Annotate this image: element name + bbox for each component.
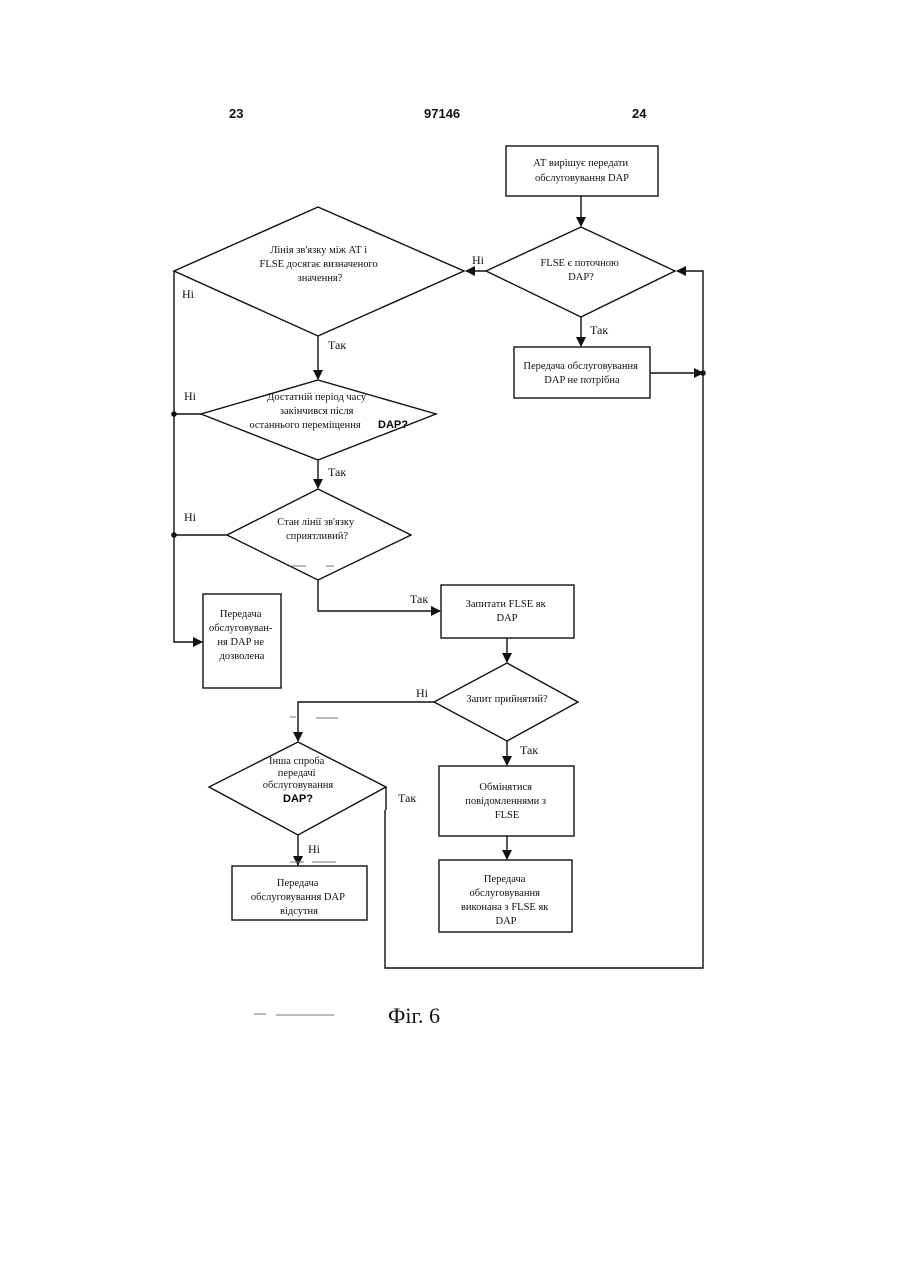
- figure-caption: Фіг. 6: [388, 1003, 440, 1029]
- decision-request-accepted-text: Запит прийнятий?: [466, 694, 548, 705]
- label-retry-yes: Так: [398, 791, 416, 805]
- label-accepted-yes: Так: [520, 743, 538, 757]
- label-flse-no: Ні: [472, 253, 485, 267]
- decision-time-dap-text: DAP?: [378, 419, 408, 431]
- label-time-no: Ні: [184, 389, 197, 403]
- label-link-yes: Так: [328, 338, 346, 352]
- label-time-yes: Так: [328, 465, 346, 479]
- label-state-no: Ні: [184, 510, 197, 524]
- label-link-no: Ні: [182, 287, 195, 301]
- decision-link-threshold: [174, 207, 464, 336]
- start-box: [506, 146, 658, 196]
- edge-left-rail: [171, 271, 202, 642]
- decision-retry-dap-text: DAP?: [283, 793, 313, 805]
- label-retry-no: Ні: [308, 842, 321, 856]
- label-flse-yes: Так: [590, 323, 608, 337]
- label-accepted-no: Ні: [416, 686, 429, 700]
- no-transfer-needed-box: [514, 347, 650, 398]
- label-state-yes: Так: [410, 592, 428, 606]
- edge-accepted-no: [298, 702, 434, 741]
- request-flse-box: [441, 585, 574, 638]
